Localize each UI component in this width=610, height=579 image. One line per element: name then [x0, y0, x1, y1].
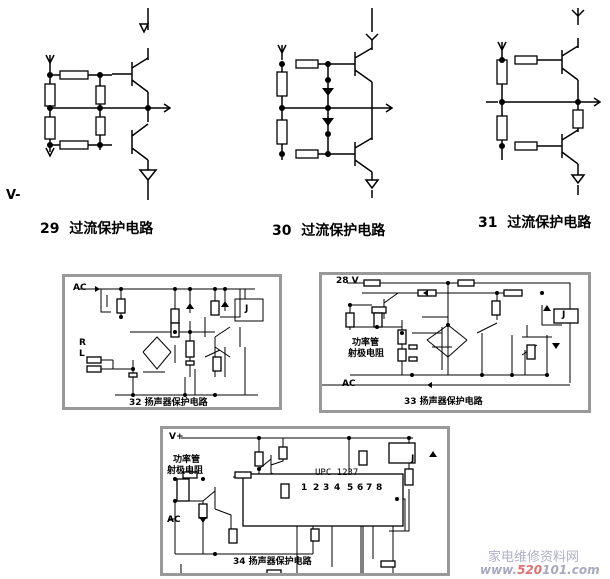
v-minus-label: V-: [6, 188, 21, 203]
watermark-url-highlight: 520: [517, 563, 543, 577]
label-l: L: [79, 349, 85, 359]
circuit-32-caption: 32 扬声器保护电路: [129, 398, 208, 408]
circuit-33-caption: 33 扬声器保护电路: [404, 397, 483, 407]
watermark-url-suffix: 101.com: [542, 563, 600, 577]
note-emitter-resistor: 射极电阻: [348, 349, 385, 359]
circuit-29-caption: 29 过流保护电路: [40, 218, 153, 238]
top-schematics: [44, 8, 602, 200]
circuit-29-number: 29: [40, 221, 60, 237]
circuit-30-caption: 30 过流保护电路: [272, 220, 385, 240]
relay-label: J: [562, 310, 566, 320]
ic-pin: 8: [376, 483, 383, 493]
circuit-31-schematic: [486, 8, 602, 195]
note-power-transistor: 功率管: [173, 455, 201, 465]
ic-pin: 1: [301, 483, 308, 493]
circuit-32-schematic: [79, 286, 264, 397]
circuit-34-caption: 34 扬声器保护电路: [233, 557, 312, 567]
circuit-30-number: 30: [272, 223, 292, 239]
circuit-32-panel: AC R L J 32 扬声器保护电路: [62, 274, 282, 410]
circuit-31-number: 31: [478, 215, 498, 231]
circuit-33-schematic: [322, 279, 579, 388]
ic-pin: 3: [323, 483, 330, 493]
circuit-29-title: 过流保护电路: [69, 221, 154, 237]
note-emitter-resistor: 射极电阻: [167, 466, 204, 476]
label-v-plus: V+: [169, 432, 184, 442]
watermark-url-prefix: www.: [480, 563, 518, 577]
circuit-30-schematic: [276, 8, 394, 198]
watermark-site-name: 家电维修资料网: [488, 550, 580, 565]
note-power-transistor: 功率管: [352, 338, 380, 348]
label-ac: AC: [73, 283, 87, 293]
label-ac: AC: [167, 515, 181, 525]
circuit-31-caption: 31 过流保护电路: [478, 212, 591, 232]
ic-label: UPC 1237: [315, 468, 359, 478]
circuit-34-panel: V+ AC J 功率管 射极电阻 UPC 1237 1 2 3 4 5 6 7 …: [160, 426, 450, 576]
circuit-31-title: 过流保护电路: [507, 215, 592, 231]
circuit-34-schematic: [169, 436, 437, 573]
ic-pin: 4: [334, 483, 341, 493]
watermark-url: www.520101.com: [480, 563, 600, 577]
label-28v: 28 V: [336, 276, 359, 286]
relay-label: J: [245, 304, 249, 314]
circuit-33-panel: 28 V AC J 功率管 射极电阻 33 扬声器保护电路: [319, 272, 591, 413]
ic-pin: 7: [366, 483, 373, 493]
circuit-29-schematic: [44, 8, 172, 200]
relay-label: J: [411, 454, 415, 464]
ic-pin: 2: [313, 483, 320, 493]
label-ac: AC: [342, 379, 356, 389]
ic-pin: 5: [347, 483, 354, 493]
label-r: R: [79, 338, 86, 348]
ic-pin: 6: [357, 483, 364, 493]
circuit-30-title: 过流保护电路: [301, 223, 386, 239]
